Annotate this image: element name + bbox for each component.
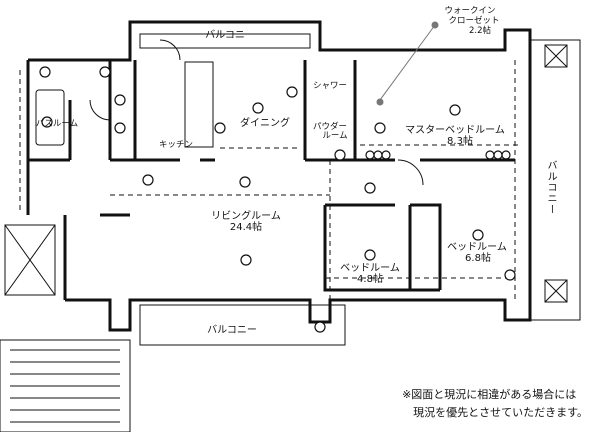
master-bedroom-label: マスターベッドルーム xyxy=(405,125,505,136)
powder-room-label-1: パウダー xyxy=(312,122,348,132)
balcony-bottom-label: バルコニー xyxy=(207,325,257,336)
bedroom-large-size: 6.8帖 xyxy=(465,253,491,264)
dining-label: ダイニング xyxy=(240,118,290,129)
disclaimer-line-1: ※図面と現況に相違がある場合には xyxy=(402,388,577,401)
living-room-size: 24.4帖 xyxy=(229,222,263,233)
bedroom-small-size: 4.8帖 xyxy=(357,274,383,285)
balcony-top-label: バルコニー xyxy=(205,30,255,41)
walkin-closet-label-2: クローゼット xyxy=(448,16,500,26)
walkin-closet-label-1: ウォークイン xyxy=(444,6,496,16)
walkin-closet-size: 2.2帖 xyxy=(468,26,492,36)
disclaimer-note: ※図面と現況に相違がある場合には 現況を優先とさせていただきます。 xyxy=(402,386,588,422)
powder-room-label-2: ルーム xyxy=(322,131,348,141)
balcony-right-label: バルコニー xyxy=(545,160,556,215)
bedroom-large-label: ベッドルーム xyxy=(447,242,507,253)
kitchen-label: キッチン xyxy=(158,140,194,150)
bathroom-label: バスルーム xyxy=(35,119,79,129)
living-room-label: リビングルーム xyxy=(211,211,281,222)
disclaimer-line-2: 現況を優先とさせていただきます。 xyxy=(413,406,588,419)
master-bedroom-size: 8.3帖 xyxy=(447,136,473,147)
shower-label: シャワー xyxy=(312,81,348,91)
bedroom-small-label: ベッドルーム xyxy=(340,263,400,274)
